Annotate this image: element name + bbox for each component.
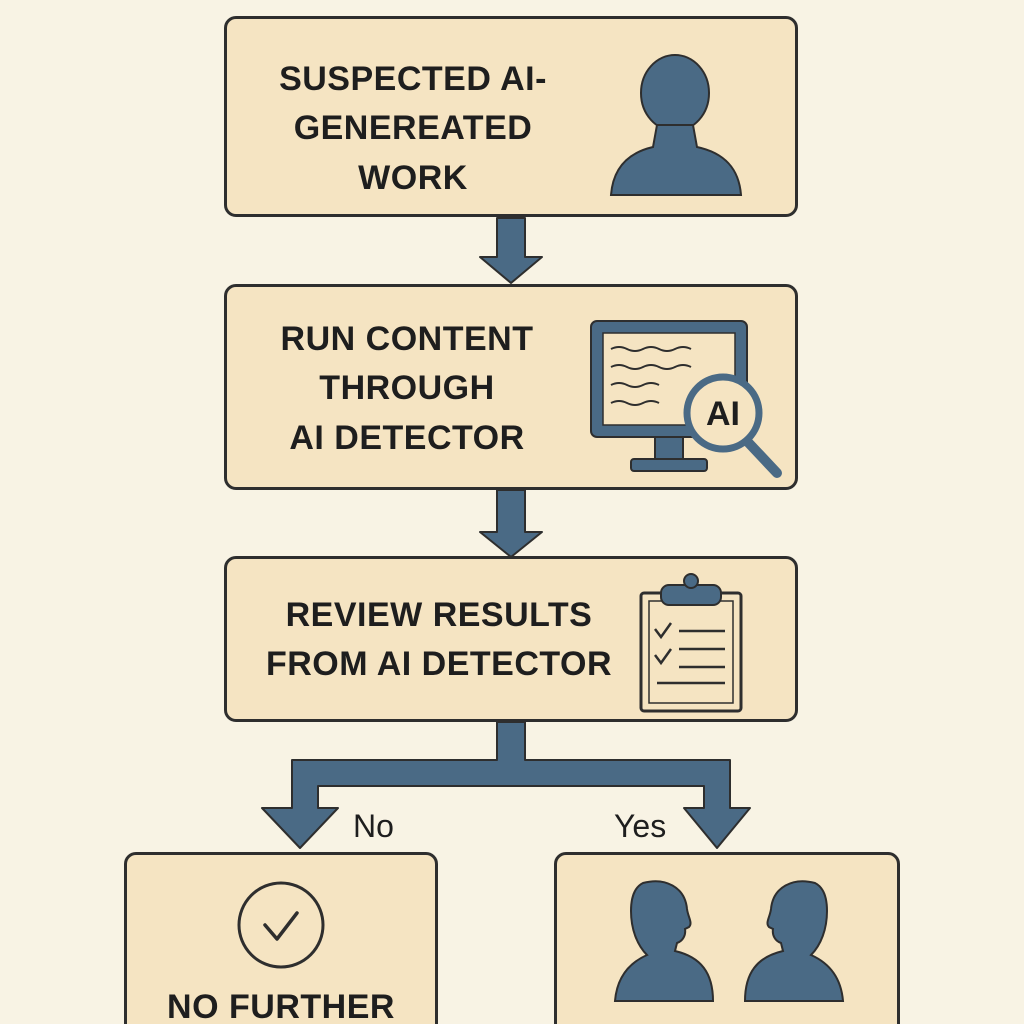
step-1-line-3: Work [358,158,468,197]
clipboard-checklist-icon [639,573,743,713]
magnifier-label: AI [706,395,740,433]
step-box-review-results: Review results from AI detector [224,556,798,722]
branch-label-no: No [353,808,394,844]
branch-no-text: No further [167,988,395,1024]
branch-box-no: No further [124,852,438,1024]
arrow-step1-to-step2 [479,217,543,284]
step-2-line-2: through [319,369,495,408]
branch-yes-text: Inter whem [557,1013,897,1024]
monitor-magnifier-icon: AI [590,320,782,478]
step-box-run-detector: Run content through AI detector AI [224,284,798,490]
step-2-text: Run content through AI detector [257,315,557,463]
step-1-line-1: Suspected AI- [279,60,547,98]
branch-label-yes: Yes [614,808,667,844]
two-people-facing-icon [613,880,845,1002]
checkmark-circle-icon [237,881,325,969]
step-box-suspected-work: Suspected AI- Genereated Work [224,16,798,217]
arrow-step2-to-step3 [479,489,543,558]
step-3-line-2: from AI detector [265,645,613,684]
step-2-line-1: Run content [280,320,534,358]
person-silhouette-icon [609,54,743,196]
step-2-line-3: AI detector [289,418,525,457]
step-1-text: Suspected AI- Genereated Work [253,55,573,203]
branch-connector [261,721,751,849]
step-3-line-1: Review results [285,596,593,634]
step-3-text: Review results from AI detector [249,591,629,690]
branch-box-yes: Inter whem [554,852,900,1024]
step-1-line-2: Genereated [293,109,533,148]
